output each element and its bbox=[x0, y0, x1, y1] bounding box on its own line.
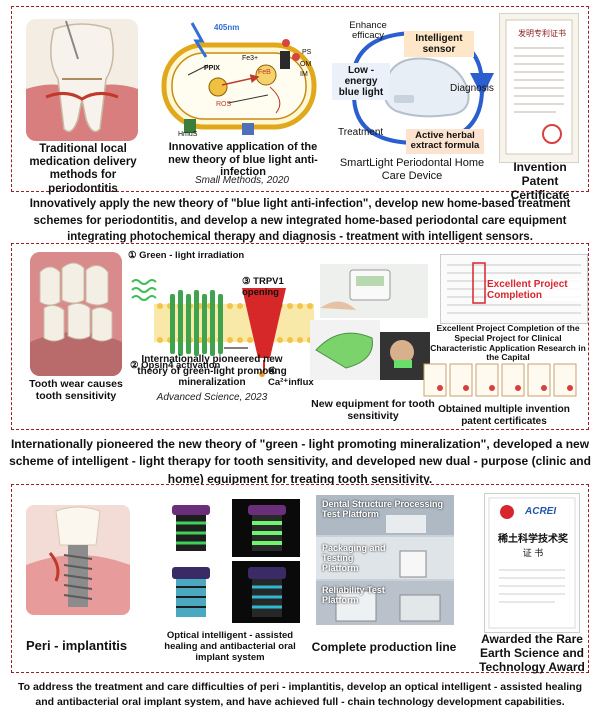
panel-green-light: Tooth wear causes tooth sensitivity bbox=[11, 243, 589, 430]
hmus-label: HmuS bbox=[178, 131, 198, 138]
step4-label: ④ Ca²⁺influx bbox=[268, 366, 314, 388]
line-caption: Complete production line bbox=[311, 640, 457, 654]
step2-label: ② Opsin4 activation bbox=[130, 360, 221, 371]
excellent-badge: Excellent Project Completion bbox=[487, 279, 587, 301]
caption-green-light: Internationally pioneered the new theory… bbox=[9, 437, 591, 486]
ppix-label: PPIX bbox=[204, 65, 220, 72]
fe3-label: Fe3+ bbox=[242, 55, 259, 62]
line-tag-packaging: Packaging and Testing Platform bbox=[322, 543, 386, 573]
caption-implant: To address the treatment and care diffic… bbox=[17, 681, 582, 709]
patent-certificate-image: 发明专利证书 bbox=[499, 13, 579, 163]
smartlight-device-illustration: Enhance efficacy Intelligent sensor Low … bbox=[332, 15, 500, 155]
patent-certificates-row bbox=[422, 362, 582, 402]
award-title: 稀土科学技术奖 bbox=[498, 534, 568, 545]
peri-implantitis-illustration bbox=[26, 505, 130, 615]
panel-implant: Peri - implantitis bbox=[11, 484, 589, 674]
wavelength-label: 405nm bbox=[214, 23, 240, 32]
excellent-project-document: Excellent Project Completion bbox=[440, 254, 588, 324]
im-label: IM bbox=[300, 71, 308, 78]
diagnosis-label: Diagnosis bbox=[450, 83, 494, 94]
ps-label: PS bbox=[302, 49, 312, 56]
blue-light-cell-diagram: 405nm PPIX OM IM FeB PS HmuS Fe3+ ROS bbox=[158, 15, 324, 143]
line-tag-reliability: Reliability Test Platform bbox=[322, 585, 385, 605]
fe-label: FeB bbox=[258, 69, 271, 76]
optical-caption: Optical intelligent - assisted healing a… bbox=[164, 630, 296, 663]
implant-caption: Peri - implantitis bbox=[26, 638, 128, 653]
optical-implant-photos bbox=[158, 499, 300, 623]
tooth-caption: Traditional local medication delivery me… bbox=[29, 143, 137, 195]
production-line-photos: Dental Structure Processing Test Platfor… bbox=[316, 495, 454, 625]
award-sub: 证 书 bbox=[522, 548, 544, 558]
treatment-label: Treatment bbox=[338, 127, 384, 138]
tooth-wear-illustration bbox=[30, 252, 122, 376]
panel-blue-light: Traditional local medication delivery me… bbox=[11, 6, 589, 202]
step1-label: ① Green - light irradiation bbox=[128, 250, 245, 261]
cell-caption: Innovative application of the new theory… bbox=[168, 141, 318, 179]
device-caption: SmartLight Periodontal Home Care Device bbox=[339, 157, 485, 182]
ros-label: ROS bbox=[216, 101, 232, 108]
excellent-caption: Excellent Project Completion of the Spec… bbox=[430, 323, 586, 363]
tooth-sensitivity-equipment-photos bbox=[310, 264, 432, 382]
herbal-label: Active herbal extract formula bbox=[406, 129, 484, 154]
green-light-mechanism-diagram: ① Green - light irradiation ② Opsin4 act… bbox=[124, 248, 316, 398]
patent-title: 发明专利证书 bbox=[518, 29, 566, 38]
tooth-wear-caption: Tooth wear causes tooth sensitivity bbox=[29, 378, 123, 403]
rare-earth-award-certificate: ACREI 稀土科学技术奖 证 书 bbox=[484, 493, 580, 633]
om-label: OM bbox=[300, 61, 312, 68]
patent-caption: Invention Patent Certificate bbox=[510, 160, 570, 202]
award-caption: Awarded the Rare Earth Science and Techn… bbox=[479, 632, 585, 674]
theory-caption: Internationally pioneered new theory of … bbox=[137, 354, 287, 388]
intelligent-sensor-label: Intelligent sensor bbox=[404, 31, 474, 57]
line-tag-dental: Dental Structure Processing Test Platfor… bbox=[322, 499, 444, 519]
cell-journal: Small Methods, 2020 bbox=[195, 175, 289, 186]
equipment-caption: New equipment for tooth sensitivity bbox=[311, 398, 435, 423]
periodontitis-tooth-illustration bbox=[26, 19, 138, 141]
certs-caption: Obtained multiple invention patent certi… bbox=[438, 404, 570, 427]
award-logo: ACREI bbox=[525, 506, 557, 517]
theory-journal: Advanced Science, 2023 bbox=[156, 392, 268, 403]
low-energy-label: Low - energy blue light bbox=[332, 63, 390, 100]
caption-blue-light: Innovatively apply the new theory of "bl… bbox=[29, 198, 571, 244]
step3-label: ③ TRPV1 opening bbox=[242, 276, 284, 298]
enhance-label: Enhance efficacy bbox=[349, 20, 387, 42]
